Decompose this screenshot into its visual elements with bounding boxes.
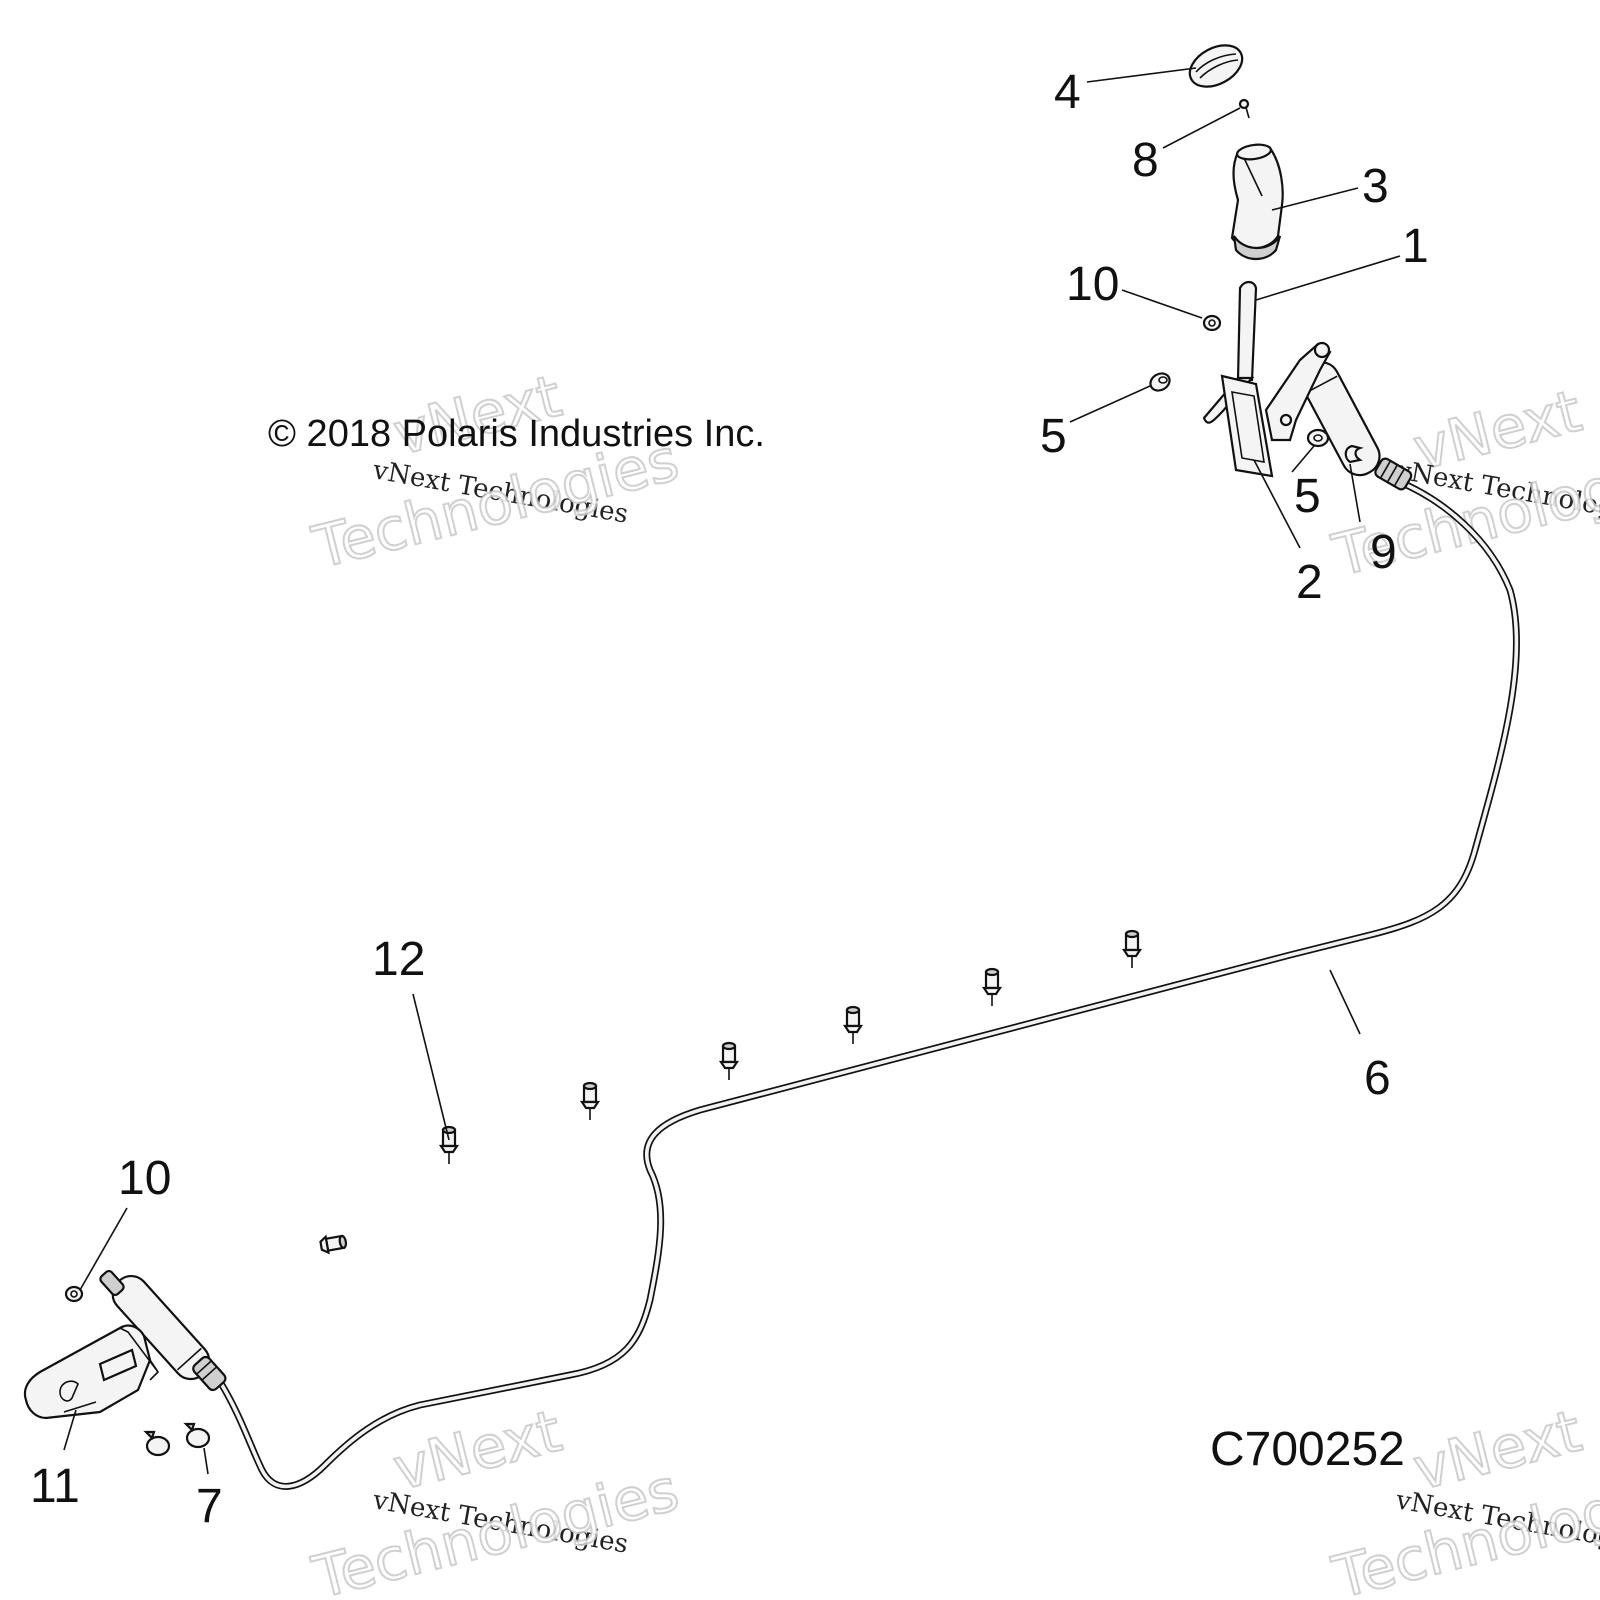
push-rivet [319,1234,348,1255]
callout-2: 2 [1296,556,1323,609]
watermark-bottom-left: vNext vNext Technologies Technologies [305,1396,686,1600]
callout-10-lower: 10 [118,1152,171,1205]
watermark-top-left: vNext vNext Technologies Technologies [305,361,686,583]
callout-1: 1 [1402,220,1429,273]
part-7-fasteners [143,1422,211,1457]
part-4-knob-cap [1188,44,1244,88]
copyright-text: © 2018 Polaris Industries Inc. [268,413,765,455]
push-rivet [718,1041,740,1080]
callout-7: 7 [196,1480,223,1533]
push-rivet [438,1125,460,1164]
watermark-top-right: vNext vNext Technologies Technologies [1325,376,1600,591]
callout-12: 12 [372,933,425,986]
callout-4: 4 [1054,66,1081,119]
push-rivet [579,1081,601,1120]
push-rivet [842,1005,864,1044]
part-9-clip [1344,444,1364,464]
part-8-screw [1238,98,1250,119]
part-3-handle-grip [1230,143,1284,261]
part-11-mounting-bracket [23,1324,160,1420]
callout-3: 3 [1362,160,1389,213]
part-10-nut-lower [64,1285,84,1303]
part-12-push-rivets [319,929,1143,1255]
part-10-nut-upper [1202,314,1222,332]
callout-11: 11 [30,1460,80,1513]
callout-labels: 4 8 3 1 10 5 5 9 2 6 12 10 11 7 [30,66,1429,1533]
part-6-cable [218,476,1521,1490]
diagram-code: C700252 [1210,1423,1405,1476]
callout-5-left: 5 [1040,410,1067,463]
callout-9: 9 [1370,526,1397,579]
callout-10-upper: 10 [1066,258,1119,311]
part-2-lever-bracket [1220,341,1332,478]
part-5-bushing-right [1306,428,1330,448]
cable-lower-end-fitting [99,1269,227,1392]
callout-6: 6 [1364,1052,1391,1105]
callout-5-right: 5 [1294,470,1321,523]
part-5-bushing-left [1149,372,1171,392]
push-rivet [981,967,1003,1006]
callout-8: 8 [1132,134,1159,187]
leader-lines [63,67,1401,1475]
push-rivet [1121,929,1143,968]
